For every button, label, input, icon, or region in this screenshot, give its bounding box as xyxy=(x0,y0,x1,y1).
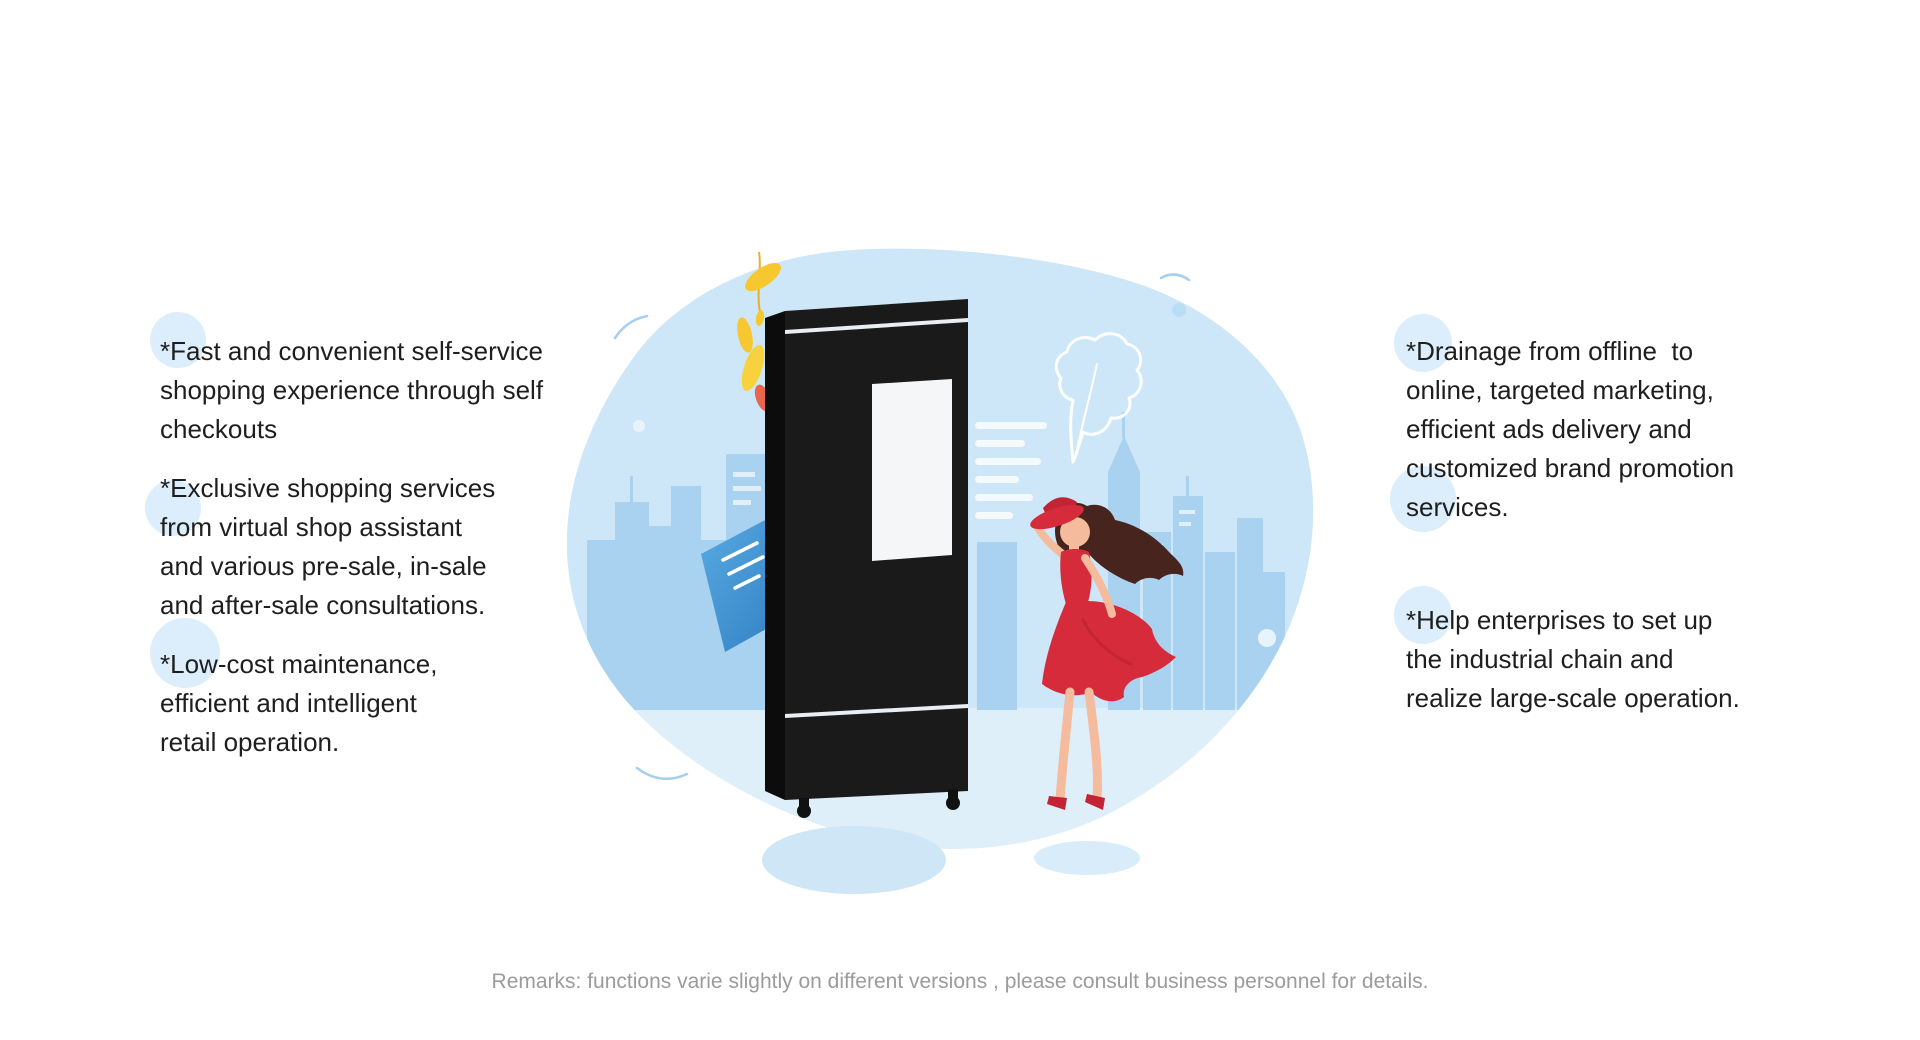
accent-arc xyxy=(1159,273,1191,282)
woman-down-arm xyxy=(1081,554,1116,618)
woman-illustration xyxy=(1030,497,1184,810)
bubble-decoration xyxy=(1394,586,1452,644)
woman-shoe xyxy=(1085,794,1105,810)
progress-lines xyxy=(975,422,1047,519)
decor-circle xyxy=(633,420,645,432)
feature-list-left: *Fast and convenient self-service shoppi… xyxy=(160,332,680,782)
caster-wheels xyxy=(797,789,960,818)
vending-machine xyxy=(765,299,968,818)
feature-list-right: *Drainage from offline to online, target… xyxy=(1406,332,1866,738)
woman-leg xyxy=(1055,687,1075,805)
decor-circle xyxy=(1258,629,1276,647)
bubble-decoration xyxy=(145,480,201,536)
feature-item-drainage: *Drainage from offline to online, target… xyxy=(1406,336,1735,522)
accent-arc xyxy=(613,314,649,340)
machine-screen xyxy=(872,379,952,561)
feature-item-exclusive-services: *Exclusive shopping services from virtua… xyxy=(160,473,496,620)
accent-arc xyxy=(635,766,689,781)
woman-leg xyxy=(1084,687,1102,803)
leaf-outline-decoration xyxy=(1054,332,1143,464)
bubble-decoration xyxy=(1394,314,1452,372)
woman-shadow xyxy=(1034,841,1140,875)
feature-item-low-cost: *Low-cost maintenance, efficient and int… xyxy=(160,649,438,757)
bubble-decoration xyxy=(1390,466,1456,532)
bubble-decoration xyxy=(150,312,206,368)
bubble-decoration xyxy=(150,618,220,688)
woman-head xyxy=(1060,517,1090,547)
feature-item-self-service: *Fast and convenient self-service shoppi… xyxy=(160,336,544,444)
remarks-text: Remarks: functions varie slightly on dif… xyxy=(491,970,1429,993)
illustration xyxy=(566,248,1314,894)
woman-shoe xyxy=(1047,796,1067,810)
decor-circle xyxy=(1172,303,1186,317)
feature-item-enterprises: *Help enterprises to set up the industri… xyxy=(1406,605,1740,713)
woman-hat xyxy=(1030,497,1084,530)
machine-shadow xyxy=(762,826,946,894)
